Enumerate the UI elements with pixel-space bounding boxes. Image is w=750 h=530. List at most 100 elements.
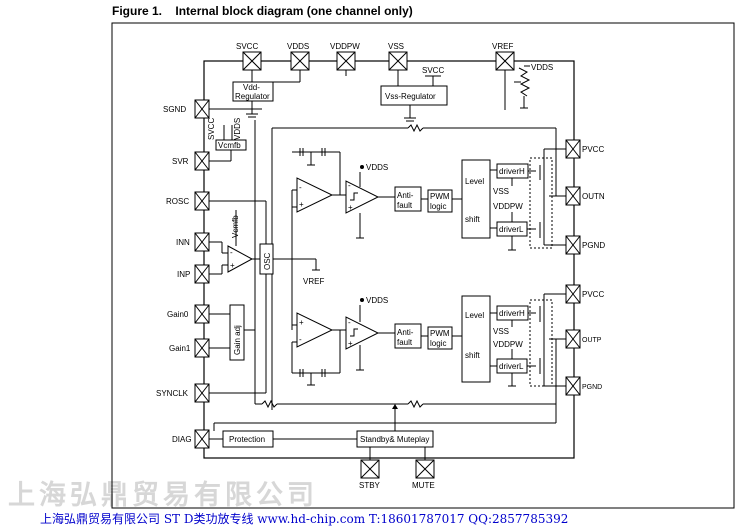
svg-text:INP: INP: [177, 270, 190, 279]
pin-vdds: VDDS: [287, 42, 310, 71]
svg-text:PVCC: PVCC: [582, 145, 604, 154]
pin-outp: OUTP: [565, 329, 602, 349]
svg-text:SVR: SVR: [172, 157, 189, 166]
svg-text:VDDPW: VDDPW: [493, 340, 523, 349]
svg-text:SYNCLK: SYNCLK: [156, 389, 189, 398]
footer-contact: 上海弘鼎贸易有限公司 ST D类功放专线 www.hd-chip.com T:1…: [40, 512, 569, 526]
svg-text:driverL: driverL: [499, 362, 524, 371]
svg-text:Gain1: Gain1: [169, 344, 191, 353]
svg-text:SVCC: SVCC: [422, 66, 444, 75]
svg-text:DIAG: DIAG: [172, 435, 192, 444]
top-pins: SVCC VDDS VDDPW VSS VREF: [236, 42, 515, 71]
pin-gain0: Gain0: [167, 304, 210, 324]
pin-pgnd-2: PGND: [565, 376, 602, 396]
pin-vref: VREF: [492, 42, 515, 71]
svg-text:VDDS: VDDS: [531, 63, 553, 72]
svg-text:shift: shift: [465, 215, 480, 224]
svg-text:-: -: [299, 183, 302, 192]
pin-synclk: SYNCLK: [156, 383, 210, 403]
svg-text:+: +: [348, 203, 353, 212]
svg-text:VREF: VREF: [303, 277, 324, 286]
svg-text:Vdd-: Vdd-: [243, 83, 260, 92]
vref-node: [291, 190, 320, 330]
svg-text:VDDPW: VDDPW: [493, 202, 523, 211]
svg-text:SVCC: SVCC: [207, 118, 216, 140]
gain-adj-block: Gain adj: [209, 120, 256, 404]
pin-gain1: Gain1: [169, 338, 210, 358]
svg-text:driverL: driverL: [499, 225, 524, 234]
svg-text:Vss-Regulator: Vss-Regulator: [385, 92, 436, 101]
svg-text:VSS: VSS: [388, 42, 404, 51]
svg-text:-: -: [348, 181, 351, 190]
svg-text:VDDS: VDDS: [233, 118, 242, 140]
svg-text:Anti-: Anti-: [397, 191, 414, 200]
svg-text:-: -: [230, 248, 233, 257]
svg-text:OSC: OSC: [263, 252, 272, 270]
protection-block: Protection: [209, 404, 557, 448]
svg-text:MUTE: MUTE: [412, 481, 435, 490]
svg-text:ROSC: ROSC: [166, 197, 189, 206]
figure-title: Figure 1. Internal block diagram (one ch…: [112, 4, 413, 18]
pin-inp: INP: [177, 264, 210, 284]
pin-vddpw: VDDPW: [330, 42, 360, 71]
left-pins: SGND SVR ROSC INN INP Gain0 Gain1 SYNCLK…: [156, 99, 210, 449]
vcmfb-block: SVCC VDDS Vcmfb: [207, 118, 247, 162]
svg-text:PGND: PGND: [582, 241, 605, 250]
svg-text:+: +: [230, 261, 235, 270]
svg-text:SVCC: SVCC: [236, 42, 258, 51]
svg-text:SGND: SGND: [163, 105, 186, 114]
pin-sgnd: SGND: [163, 99, 210, 119]
svg-text:+: +: [348, 339, 353, 348]
svg-text:-: -: [299, 335, 302, 344]
svg-text:VREF: VREF: [492, 42, 513, 51]
pin-diag: DIAG: [172, 429, 210, 449]
pin-pvcc-2: PVCC: [565, 284, 604, 304]
osc-block: OSC: [209, 200, 292, 394]
svg-text:+: +: [299, 318, 304, 327]
svg-text:INN: INN: [176, 238, 190, 247]
channel-upper: - + - + VDDS Anti- fault PWM logic Level…: [292, 148, 566, 251]
figure-frame: [111, 22, 735, 509]
svg-text:Regulator: Regulator: [235, 92, 270, 101]
svg-text:fault: fault: [397, 338, 413, 347]
channel-lower: + - - + VDDS Anti- fault PWM logic Level…: [291, 293, 566, 387]
svg-text:Gain adj: Gain adj: [233, 325, 242, 355]
svg-text:VDDS: VDDS: [366, 296, 388, 305]
svg-text:OUTN: OUTN: [582, 192, 605, 201]
pin-pvcc-1: PVCC: [565, 139, 604, 159]
svg-text:Vcmfb: Vcmfb: [218, 141, 241, 150]
svg-text:logic: logic: [430, 202, 446, 211]
svg-text:VDDS: VDDS: [287, 42, 309, 51]
pin-pgnd-1: PGND: [565, 235, 605, 255]
svg-text:fault: fault: [397, 201, 413, 210]
vdd-regulator: Vdd- Regulator: [232, 81, 274, 102]
svg-text:VSS: VSS: [493, 327, 509, 336]
bottom-pins: STBY MUTE: [359, 459, 435, 490]
svg-text:PVCC: PVCC: [582, 290, 604, 299]
svg-text:VDDPW: VDDPW: [330, 42, 360, 51]
pin-inn: INN: [176, 232, 210, 252]
svg-text:VDDS: VDDS: [366, 163, 388, 172]
svg-text:shift: shift: [465, 351, 480, 360]
svg-text:PWM: PWM: [430, 192, 450, 201]
pin-rosc: ROSC: [166, 191, 210, 211]
watermark: 上海弘鼎贸易有限公司: [8, 480, 318, 510]
pin-outn: OUTN: [565, 186, 605, 206]
input-amplifier: - +: [209, 241, 262, 275]
svg-text:driverH: driverH: [499, 167, 525, 176]
svg-text:Anti-: Anti-: [397, 328, 414, 337]
svg-text:logic: logic: [430, 339, 446, 348]
svg-text:Protection: Protection: [229, 435, 265, 444]
svg-text:Gain0: Gain0: [167, 310, 189, 319]
svg-text:STBY: STBY: [359, 481, 381, 490]
right-pins: PVCC OUTN PGND PVCC OUTP PGND: [565, 139, 605, 396]
svg-text:Level: Level: [465, 177, 484, 186]
svg-text:PWM: PWM: [430, 329, 450, 338]
svg-text:driverH: driverH: [499, 309, 525, 318]
svg-text:+: +: [299, 200, 304, 209]
pin-stby: STBY: [359, 459, 381, 490]
pin-svr: SVR: [172, 151, 210, 171]
standby-mute-block: Standby& Muteplay: [356, 404, 434, 460]
svg-text:VSS: VSS: [493, 187, 509, 196]
